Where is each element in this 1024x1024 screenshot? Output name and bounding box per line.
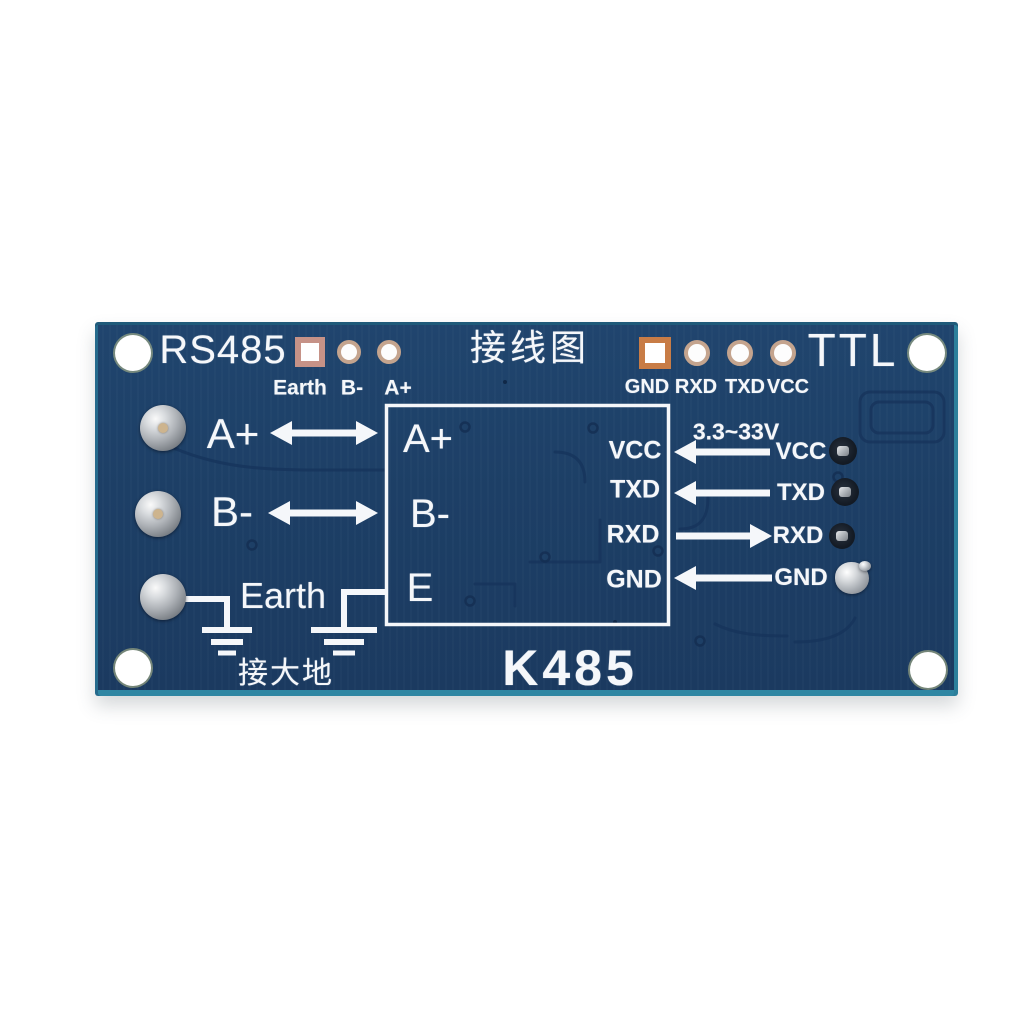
a-plus-solder-terminal bbox=[140, 405, 186, 451]
terminal-pin bbox=[153, 509, 163, 519]
ttl-signal-rxd: RXD bbox=[772, 522, 824, 549]
solder-core bbox=[836, 531, 848, 541]
header-pin-label-rxd: RXD bbox=[674, 376, 718, 398]
rxd-solder-joint bbox=[829, 523, 855, 549]
ttl-label: TTL bbox=[807, 324, 899, 376]
rs485-label: RS485 bbox=[159, 328, 287, 372]
vcc-pad bbox=[770, 340, 796, 366]
chip-box-outline bbox=[384, 403, 671, 627]
ttl-signal-vcc: VCC bbox=[775, 438, 827, 465]
chip-pin-e: E bbox=[406, 566, 434, 610]
mounting-hole-top-left bbox=[115, 335, 151, 371]
b-minus-double-arrow bbox=[268, 501, 378, 525]
vias bbox=[246, 380, 844, 647]
ttl-signal-txd: TXD bbox=[777, 479, 825, 506]
mounting-hole-bottom-left bbox=[115, 650, 151, 686]
chip-pin-gnd: GND bbox=[606, 565, 662, 594]
b-minus-pad bbox=[337, 340, 361, 364]
header-pin-label-earth: Earth bbox=[273, 376, 327, 400]
mounting-hole-top-right bbox=[909, 335, 945, 371]
header-pin-label-gnd: GND bbox=[624, 376, 670, 398]
ttl-signal-gnd: GND bbox=[774, 564, 828, 591]
txd-solder-joint bbox=[831, 478, 859, 506]
chip-pin-vcc: VCC bbox=[608, 436, 662, 465]
wiring-diagram-title: 接线图 bbox=[469, 327, 591, 368]
e-pin-ground-symbol bbox=[311, 589, 388, 656]
pcb-board: RS485 接线图 TTL Earth B- A+ GND RXD TXD VC… bbox=[95, 322, 958, 696]
rxd-pad bbox=[684, 340, 710, 366]
gnd-square-pad bbox=[639, 337, 671, 369]
header-pin-label-txd: TXD bbox=[725, 376, 765, 398]
b-minus-solder-terminal bbox=[135, 491, 181, 537]
vcc-arrow-left bbox=[674, 440, 770, 464]
header-pin-label-vcc: VCC bbox=[766, 376, 810, 398]
rxd-arrow-right bbox=[676, 524, 772, 548]
earth-solder-terminal bbox=[140, 574, 186, 620]
terminal-label-b-minus: B- bbox=[211, 488, 253, 535]
a-plus-double-arrow bbox=[270, 421, 378, 445]
solder-core bbox=[839, 487, 851, 497]
copper-traces bbox=[163, 390, 946, 644]
txd-arrow-left bbox=[674, 481, 770, 505]
vcc-solder-joint bbox=[829, 437, 857, 465]
terminal-pin bbox=[158, 423, 168, 433]
header-pin-label-a-plus: A+ bbox=[384, 376, 412, 400]
gnd-solder-splash bbox=[859, 561, 871, 571]
txd-pad bbox=[727, 340, 753, 366]
chip-pin-txd: TXD bbox=[610, 475, 660, 504]
earth-square-pad bbox=[295, 337, 325, 367]
solder-core bbox=[837, 446, 849, 456]
model-label: K485 bbox=[502, 640, 638, 696]
chip-pin-b-minus: B- bbox=[410, 492, 450, 536]
terminal-label-a-plus: A+ bbox=[206, 410, 260, 457]
voltage-range-label: 3.3~33V bbox=[692, 418, 780, 445]
mounting-hole-bottom-right bbox=[910, 652, 946, 688]
gnd-arrow-left bbox=[674, 566, 772, 590]
chip-pin-a-plus: A+ bbox=[402, 417, 454, 461]
chip-pin-rxd: RXD bbox=[606, 520, 660, 549]
earth-ground-symbol bbox=[178, 596, 252, 656]
silkscreen-diagram bbox=[163, 380, 946, 656]
a-plus-pad bbox=[377, 340, 401, 364]
terminal-label-earth: Earth bbox=[239, 575, 327, 616]
earth-note-label: 接大地 bbox=[238, 657, 334, 690]
header-pin-label-b-minus: B- bbox=[340, 376, 364, 400]
